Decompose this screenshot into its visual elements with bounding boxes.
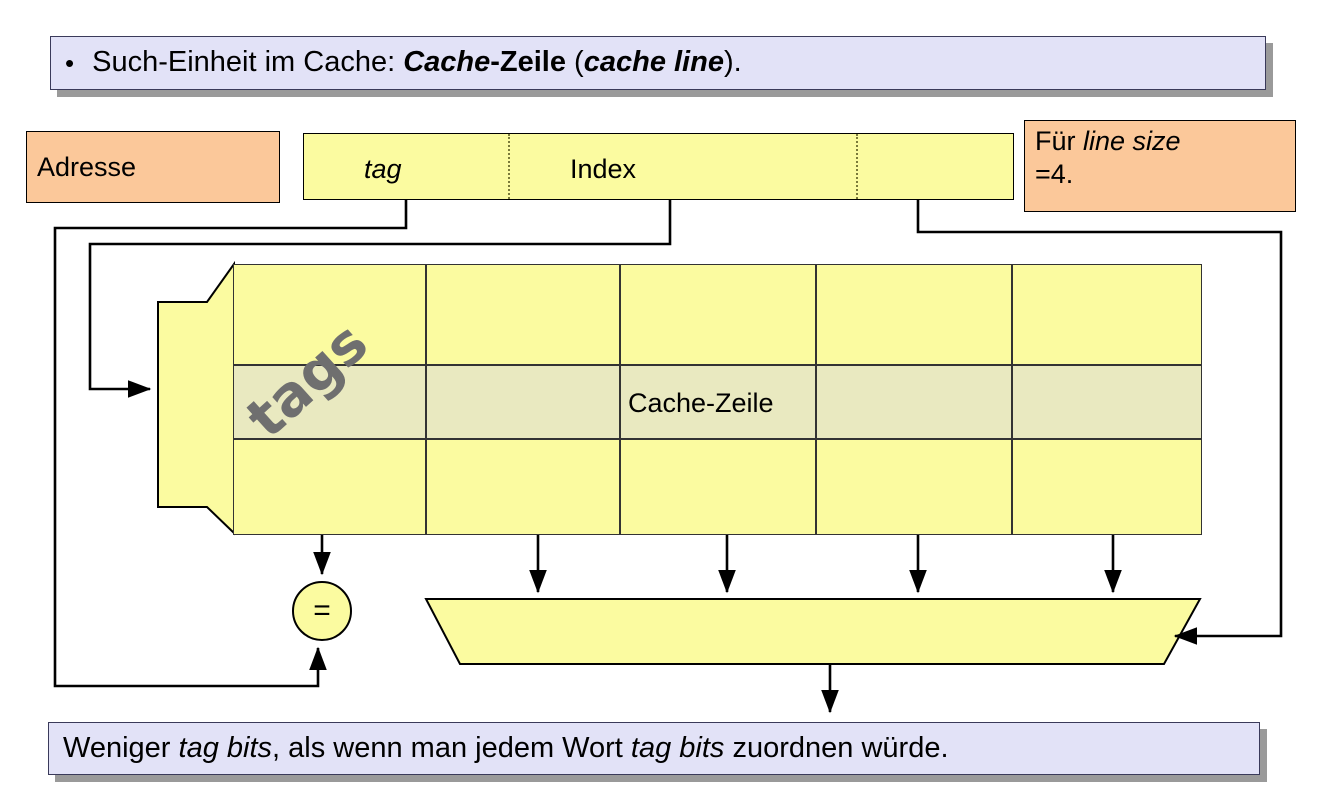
adresse-label: Adresse xyxy=(37,151,137,182)
title-part-zeile: -Zeile xyxy=(490,46,566,79)
title-part-cacheline: cache line xyxy=(583,46,724,79)
line-size-note-text: Für line size =4. xyxy=(1025,125,1191,191)
footer-text: Weniger tag bits, als wenn man jedem Wor… xyxy=(63,731,949,765)
cache-cell-r2c0 xyxy=(233,439,426,535)
title-part-1: Such-Einheit im Cache: xyxy=(92,46,404,79)
address-divider-1 xyxy=(508,134,510,199)
title-part-paren-open: ( xyxy=(566,46,584,79)
footer-part-tagbits-2: tag bits xyxy=(630,731,725,764)
note-line1-italic: line size xyxy=(1083,126,1181,156)
footer-part-tagbits-1: tag bits xyxy=(178,731,273,764)
cache-cell-r0c4 xyxy=(1012,264,1202,365)
address-field-tag: tag xyxy=(364,154,402,184)
cache-zeile-label: Cache-Zeile xyxy=(628,388,774,418)
cache-cell-r1c3 xyxy=(816,365,1012,439)
index-decoder-shape xyxy=(157,260,235,536)
footer-part-1: Weniger xyxy=(63,731,179,764)
note-line1-plain: Für xyxy=(1035,126,1084,156)
title-bullet-row: • Such-Einheit im Cache: Cache-Zeile (ca… xyxy=(65,46,742,79)
footer-part-3: , als wenn man jedem Wort xyxy=(272,731,631,764)
title-part-paren-close: ). xyxy=(723,46,742,79)
footer-part-5: zuordnen würde. xyxy=(724,731,949,764)
cache-cell-r2c1 xyxy=(426,439,620,535)
cache-cell-r1c4 xyxy=(1012,365,1202,439)
cache-cell-r0c2 xyxy=(620,264,816,365)
comparator-symbol: = xyxy=(313,594,331,627)
cache-cell-r2c4 xyxy=(1012,439,1202,535)
bullet-icon: • xyxy=(65,47,75,78)
cache-cell-r1c1 xyxy=(426,365,620,439)
title-callout: • Such-Einheit im Cache: Cache-Zeile (ca… xyxy=(50,36,1266,90)
word-multiplexer-shape xyxy=(424,598,1202,665)
address-bar xyxy=(303,133,1014,200)
cache-cell-r0c1 xyxy=(426,264,620,365)
cache-cell-r2c3 xyxy=(816,439,1012,535)
title-part-cache: Cache xyxy=(403,46,491,79)
adresse-box: Adresse xyxy=(26,131,280,203)
address-field-index: Index xyxy=(570,154,637,184)
cache-cell-r0c3 xyxy=(816,264,1012,365)
address-divider-2 xyxy=(856,134,858,199)
cache-cell-r2c2 xyxy=(620,439,816,535)
footer-callout: Weniger tag bits, als wenn man jedem Wor… xyxy=(48,722,1260,775)
tag-comparator: = xyxy=(292,581,352,641)
note-line2: =4. xyxy=(1035,158,1074,189)
title-text: Such-Einheit im Cache: Cache-Zeile (cach… xyxy=(92,46,742,79)
